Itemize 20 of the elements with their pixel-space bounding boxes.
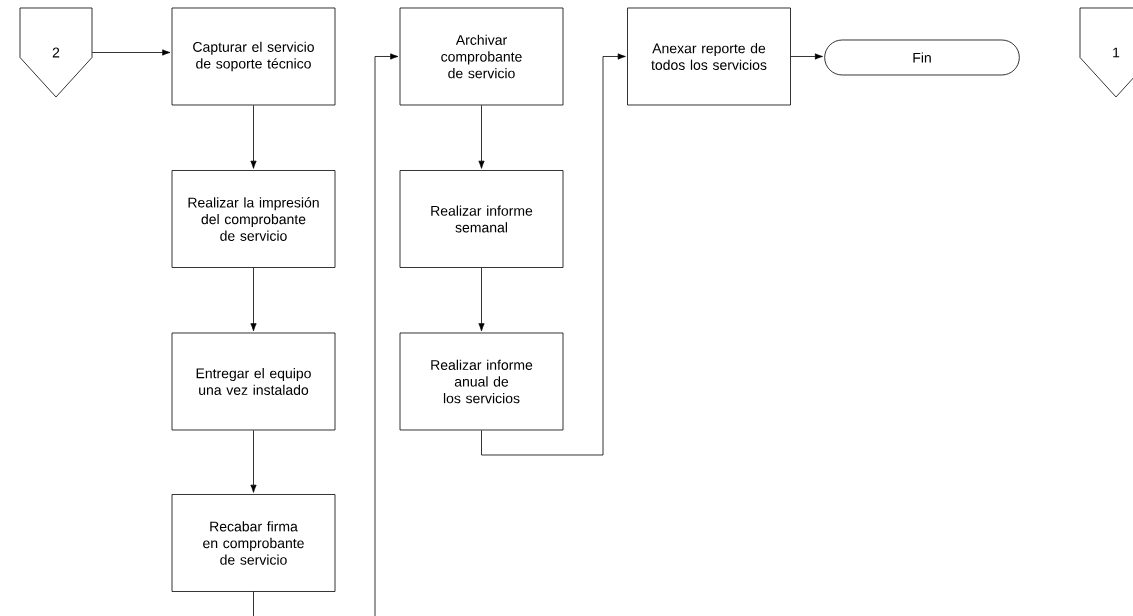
- off-page-connector: 2: [19, 7, 93, 98]
- process-box: Entregar el equipo una vez instalado: [171, 332, 336, 431]
- process-box: Anexar reporte de todos los servicios: [627, 7, 791, 106]
- arrow: [478, 267, 485, 332]
- process-box: Archivar comprobante de servicio: [399, 7, 564, 106]
- arrow: [250, 267, 257, 332]
- process-box: Realizar informe anual de los servicios: [399, 332, 564, 431]
- arrow: [374, 53, 399, 616]
- off-page-connector: 1: [1079, 7, 1133, 98]
- terminator: Fin: [824, 39, 1020, 76]
- process-box: Realizar la impresión del comprobante de servicio: [171, 170, 336, 268]
- arrow: [250, 430, 257, 493]
- process-box: Recabar firma en comprobante de servicio: [171, 494, 336, 592]
- arrow: [91, 49, 171, 56]
- arrow: [481, 53, 626, 456]
- process-box: Capturar el servicio de soporte técnico: [171, 7, 336, 106]
- arrow: [478, 105, 485, 169]
- arrow: [790, 53, 823, 60]
- arrow: [250, 105, 257, 169]
- process-box: Realizar informe semanal: [399, 170, 564, 268]
